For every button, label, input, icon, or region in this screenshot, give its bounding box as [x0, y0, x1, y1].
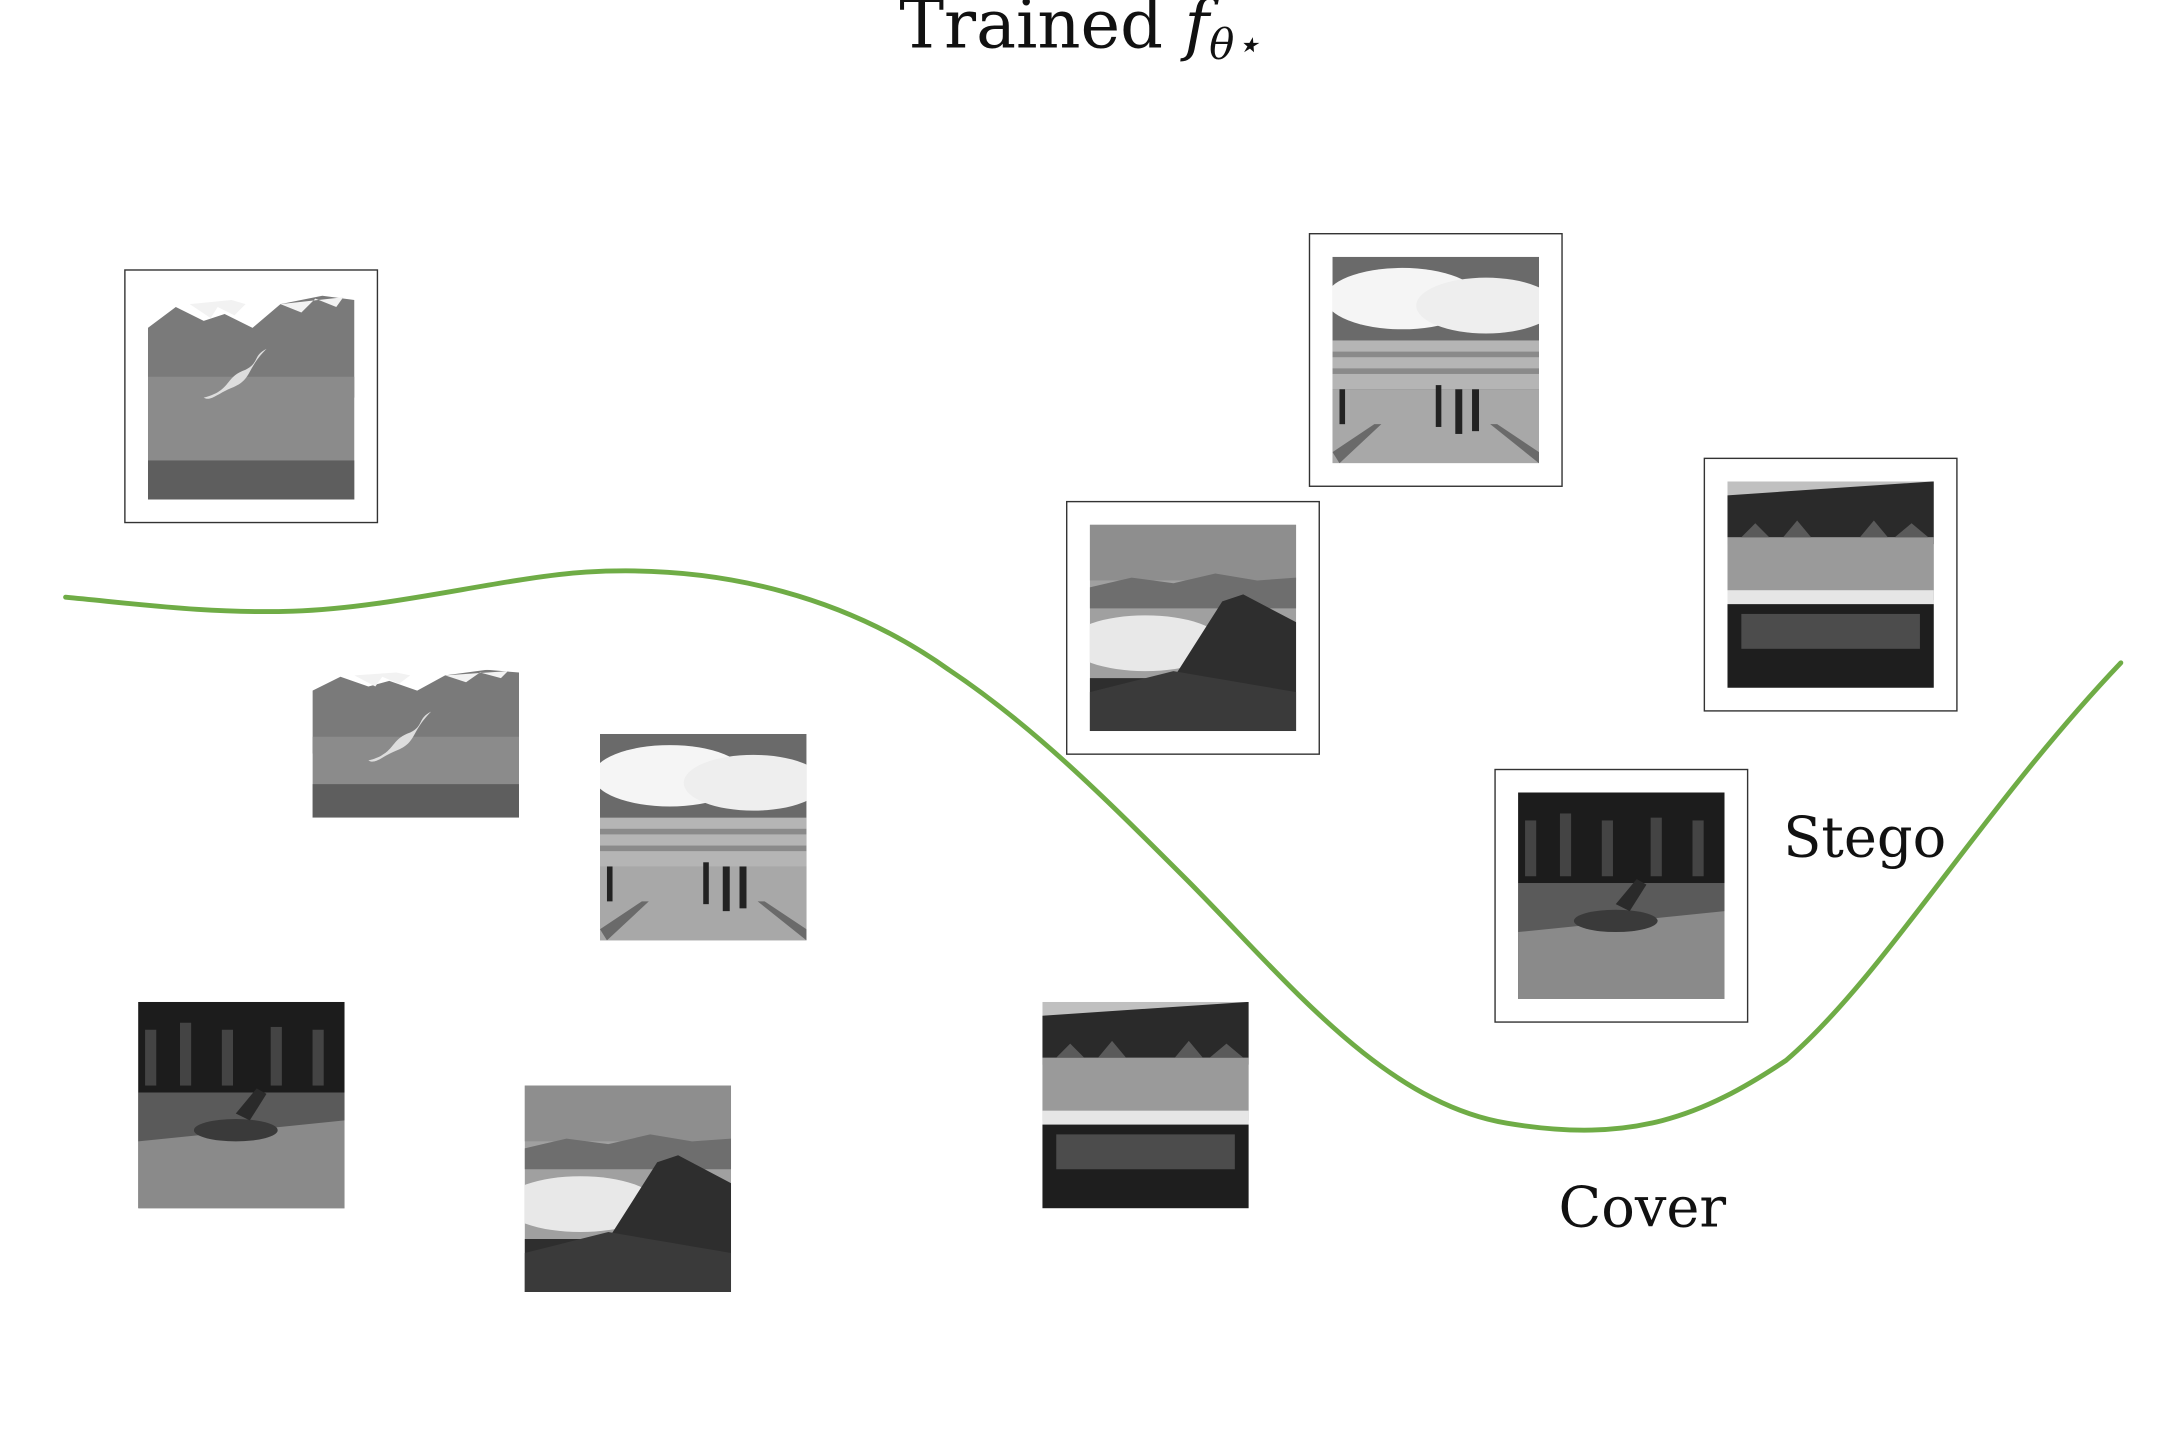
stego-label: Stego: [1783, 806, 1947, 871]
stego-image-plaza-crowd: [1308, 233, 1563, 487]
mountain-valley-photo: [147, 293, 355, 500]
stego-image-harbor-town: [1703, 457, 1958, 712]
diagram-title: Trained fθ⋆: [0, 0, 2160, 70]
stego-image-mountain-valley: [124, 269, 379, 524]
plaza-crowd-photo: [1332, 256, 1540, 464]
harbor-town-photo: [1727, 481, 1934, 688]
title-subscript: θ⋆: [1209, 20, 1261, 70]
harbor-town-picture: [1727, 481, 1934, 688]
cover-street-dancer-picture: [138, 1001, 345, 1209]
stego-image-street-dancer: [1494, 768, 1749, 1023]
foggy-ridge-picture: [1089, 524, 1297, 732]
cover-image-plaza-crowd: [599, 733, 807, 941]
cover-image-street-dancer: [138, 1001, 345, 1209]
street-dancer-photo: [1518, 792, 1725, 1000]
mountain-valley-picture: [147, 293, 355, 500]
title-function: f: [1184, 0, 1210, 65]
cover-harbor-town-picture: [1042, 1001, 1249, 1209]
stego-image-foggy-ridge: [1066, 500, 1320, 755]
title-prefix: Trained: [899, 0, 1185, 65]
cover-image-harbor-town: [1042, 1001, 1249, 1209]
cover-image-mountain-valley: [312, 669, 520, 877]
cover-plaza-crowd-picture: [599, 733, 807, 941]
decision-boundary-curve: [63, 568, 2124, 1133]
street-dancer-picture: [1518, 792, 1725, 1000]
plaza-crowd-picture: [1332, 256, 1540, 464]
cover-label: Cover: [1558, 1176, 1727, 1241]
foggy-ridge-photo: [1089, 524, 1297, 732]
cover-image-foggy-ridge: [524, 1085, 732, 1293]
cover-mountain-valley-picture: [312, 669, 520, 877]
cover-foggy-ridge-picture: [524, 1085, 732, 1293]
